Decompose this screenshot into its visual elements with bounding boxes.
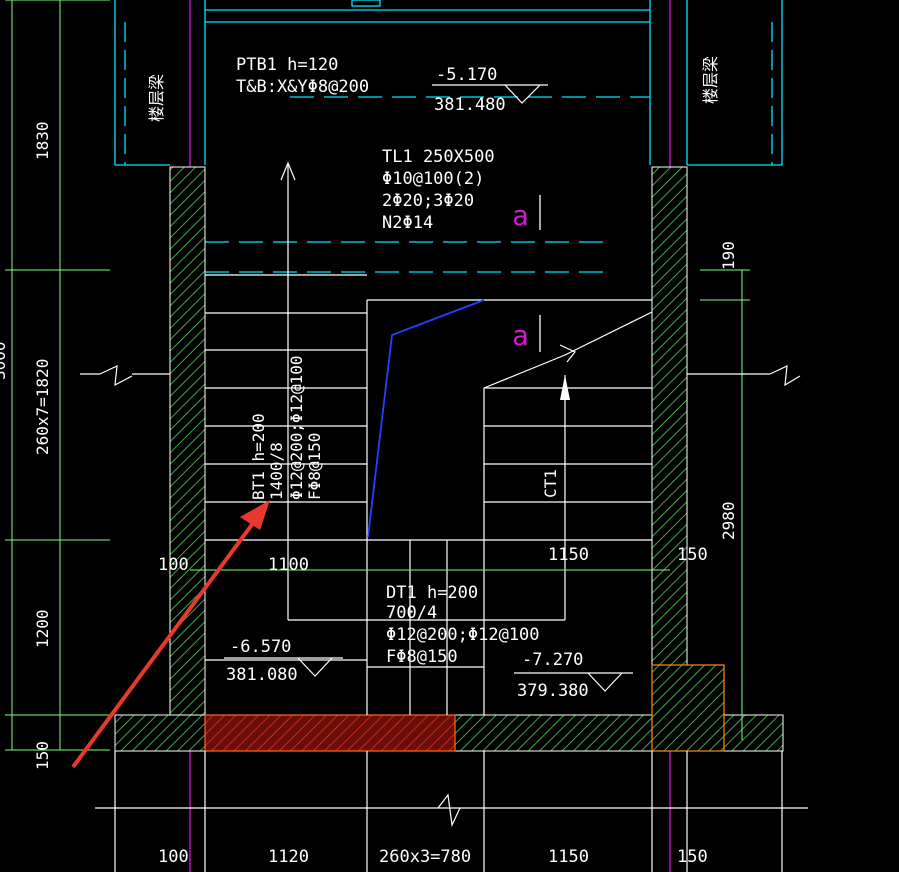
slab-ptb1-line1: PTB1 h=120 (236, 55, 338, 75)
dim-left-1830: 1830 (33, 121, 52, 160)
dim-left-150: 150 (33, 741, 52, 770)
section-marker-bottom: a (512, 319, 529, 352)
stair-flight-right (367, 311, 653, 715)
wall-hatch (114, 166, 784, 752)
annotation-arrow (71, 500, 270, 769)
section-marker: a a (512, 195, 541, 352)
stair-bt1-label: BT1 h=200 1400/8 Φ12@200;Φ12@100 FΦ8@150 (249, 356, 324, 501)
dim-bottom-steps: 260x3=780 (379, 847, 471, 867)
beam-tl1-line2: Φ10@100(2) (382, 169, 484, 189)
stair-dt1-line1: DT1 h=200 (386, 583, 478, 603)
level-top-elevation: -5.170 (436, 65, 497, 85)
wall-outlines (114, 0, 783, 273)
dim-bottom-100: 100 (158, 847, 189, 867)
dim-bottom-1120: 1120 (268, 847, 309, 867)
stair-dt1-line2: 700/4 (386, 603, 437, 623)
level-top-absolute: 381.480 (434, 95, 506, 115)
stair-bt1-line3: Φ12@200;Φ12@100 (287, 356, 306, 501)
level-right-absolute: 379.380 (517, 681, 589, 701)
level-markers (224, 84, 633, 692)
dim-bottom-1150: 1150 (548, 847, 589, 867)
landing-lines (205, 659, 484, 668)
column-tag-right: 楼层梁 (701, 56, 720, 104)
dim-inner-150: 150 (677, 545, 708, 565)
beam-tl1-line4: N2Φ14 (382, 213, 433, 233)
section-marker-top: a (512, 199, 529, 232)
stair-ct1-label: CT1 (541, 469, 560, 498)
level-left-elevation: -6.570 (230, 637, 291, 657)
level-left-absolute: 381.080 (226, 665, 298, 685)
dim-left-total: 3000 (0, 341, 9, 380)
stair-bt1-line4: FΦ8@150 (305, 433, 324, 500)
level-right-elevation: -7.270 (522, 650, 583, 670)
flight-line (367, 299, 485, 538)
stair-dt1-line3: Φ12@200;Φ12@100 (386, 625, 540, 645)
column-tag-left: 楼层梁 (147, 74, 166, 122)
stair-bt1-line1: BT1 h=200 (249, 413, 268, 500)
dim-right-190: 190 (719, 241, 738, 270)
dim-bottom-150: 150 (677, 847, 708, 867)
beam-tl1-line1: TL1 250X500 (382, 147, 495, 167)
stair-flight-left (205, 161, 652, 715)
beam-tl1-line3: 2Φ20;3Φ20 (382, 191, 474, 211)
dim-left-1200: 1200 (33, 609, 52, 648)
dim-right-2980: 2980 (719, 501, 738, 540)
dim-inner-1150: 1150 (548, 545, 589, 565)
stair-bt1-line2: 1400/8 (267, 442, 286, 500)
slab-ptb1-line2: T&B:X&YΦ8@200 (236, 77, 369, 97)
stair-dt1-line4: FΦ8@150 (386, 647, 458, 667)
dimension-lines (5, 0, 808, 872)
dim-left-steps: 260x7=1820 (33, 359, 52, 455)
dim-inner-1100: 1100 (268, 555, 309, 575)
dim-inner-100: 100 (158, 555, 189, 575)
